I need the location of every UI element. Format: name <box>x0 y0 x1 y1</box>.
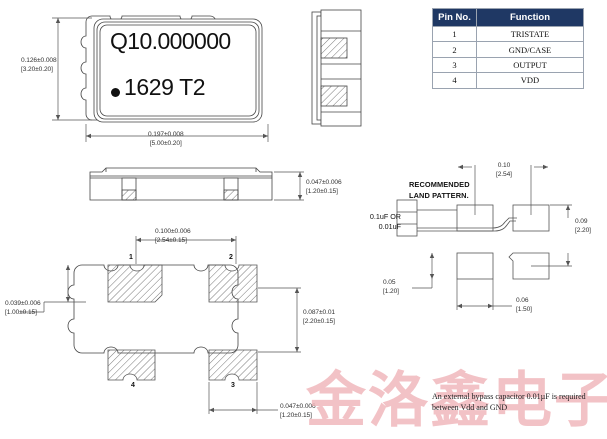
land-pattern-group <box>396 199 550 280</box>
dim-pad-edge-inch: 0.039±0.006 <box>5 300 41 307</box>
pin-function-cell: VDD <box>476 72 584 89</box>
bottom-view-pin-3: 3 <box>231 382 235 389</box>
dim-land-pad-height-mm: [1.20] <box>383 287 399 295</box>
dim-land-pitch-y-mm: [2.20] <box>575 226 591 234</box>
pin-function-table: Pin No. Function 1 TRISTATE 2 GND/CASE 3… <box>432 8 584 89</box>
bypass-capacitor-label: 0.1uF OR 0.01uF <box>357 212 401 233</box>
dim-package-height: 0.126±0.008 [3.20±0.20] <box>21 57 57 74</box>
pin-table-header-row: Pin No. Function <box>432 8 584 27</box>
pin-function-cell: OUTPUT <box>476 56 584 74</box>
dim-pad-pitch-x: 0.100±0.006 [2.54±0.15] <box>155 228 191 245</box>
top-view-dimension-lines <box>52 17 269 142</box>
land-pattern-title: RECOMMENDED LAND PATTERN. <box>409 180 470 201</box>
bypass-capacitor-line1: 0.1uF OR <box>369 212 401 221</box>
table-row: 2 GND/CASE <box>432 41 584 58</box>
package-marking-line1: Q10.000000 <box>110 28 231 54</box>
bottom-view-pin-4: 4 <box>131 382 135 389</box>
dim-land-pad-width-mm: [1.50] <box>516 305 532 313</box>
dim-land-pad-height-inch: 0.05 <box>383 279 396 286</box>
bypass-note-line1: An external bypass capacitor 0.01µF is <box>432 392 558 401</box>
end-view-group <box>311 9 362 127</box>
dim-land-pitch-y-inch: 0.09 <box>575 218 588 225</box>
dim-package-height-inch: 0.126±0.008 <box>21 57 57 64</box>
dim-land-pitch-x-inch: 0.10 <box>497 162 511 169</box>
side-view-group <box>89 167 273 201</box>
dim-package-width-inch: 0.197±0.008 <box>148 131 184 138</box>
bypass-note-line2: required between Vdd and GND <box>432 392 586 413</box>
dim-package-thickness-mm: [1.20±0.15] <box>306 187 338 195</box>
land-pattern-title-line1: RECOMMENDED <box>409 180 470 189</box>
dim-pad-edge-mm: [1.00±0.15] <box>5 308 37 316</box>
bottom-view-dimension-lines <box>20 236 301 414</box>
table-row: 4 VDD <box>432 72 584 89</box>
dim-pad-pitch-x-mm: [2.54±0.15] <box>155 236 187 244</box>
dim-pad-edge: 0.039±0.006 [1.00±0.15] <box>5 300 41 317</box>
package-marking-line2: 1629 T2 <box>124 74 206 100</box>
land-pattern-title-line2: LAND PATTERN. <box>409 190 469 200</box>
dim-pad-pitch-y-mm: [2.20±0.15] <box>303 317 335 325</box>
dim-package-thickness: 0.047±0.006 [1.20±0.15] <box>306 179 342 196</box>
dim-package-height-mm: [3.20±0.20] <box>21 65 53 73</box>
side-view-dimension-lines <box>274 171 304 201</box>
dim-land-pad-width: 0.06 [1.50] <box>516 297 532 314</box>
dim-package-width: 0.197±0.008 [5.00±0.20] <box>148 131 184 148</box>
dim-land-pad-height: 0.05 [1.20] <box>383 279 399 296</box>
table-row: 3 OUTPUT <box>432 56 584 74</box>
dim-land-pitch-x-mm: [2.54] <box>496 170 512 178</box>
pin-number-cell: 2 <box>432 41 477 58</box>
dim-pad-width-mm: [1.20±0.15] <box>280 411 312 419</box>
dim-pad-pitch-y-inch: 0.087±0.01 <box>303 309 335 316</box>
bottom-view-pin-1: 1 <box>129 254 133 261</box>
pin-function-cell: TRISTATE <box>476 25 584 43</box>
dim-land-pitch-y: 0.09 [2.20] <box>575 218 591 235</box>
pin-function-cell: GND/CASE <box>476 41 584 58</box>
bottom-view-group <box>67 264 258 381</box>
land-pattern-dimension-lines <box>412 164 572 310</box>
dim-package-thickness-inch: 0.047±0.006 <box>306 179 342 186</box>
pin-table-header-function: Function <box>476 8 584 27</box>
dim-pad-width: 0.047±0.006 [1.20±0.15] <box>280 403 316 420</box>
dim-pad-pitch-x-inch: 0.100±0.006 <box>155 228 191 235</box>
pin-number-cell: 4 <box>432 72 477 89</box>
dim-pad-pitch-y: 0.087±0.01 [2.20±0.15] <box>303 309 335 326</box>
table-row: 1 TRISTATE <box>432 25 584 43</box>
dim-land-pitch-x: 0.10 [2.54] <box>496 162 512 179</box>
bottom-view-pin-2: 2 <box>229 254 233 261</box>
pin-table-header-pin: Pin No. <box>432 8 477 27</box>
dim-package-width-mm: [5.00±0.20] <box>149 139 182 147</box>
pin-number-cell: 3 <box>432 56 477 74</box>
bypass-capacitor-line2: 0.01uF <box>378 222 401 232</box>
bypass-capacitor-note: An external bypass capacitor 0.01µF is r… <box>432 391 602 413</box>
dim-pad-width-inch: 0.047±0.006 <box>280 403 316 410</box>
pin-number-cell: 1 <box>432 25 477 43</box>
package-marking-dot <box>111 88 120 97</box>
dim-land-pad-width-inch: 0.06 <box>516 297 529 304</box>
